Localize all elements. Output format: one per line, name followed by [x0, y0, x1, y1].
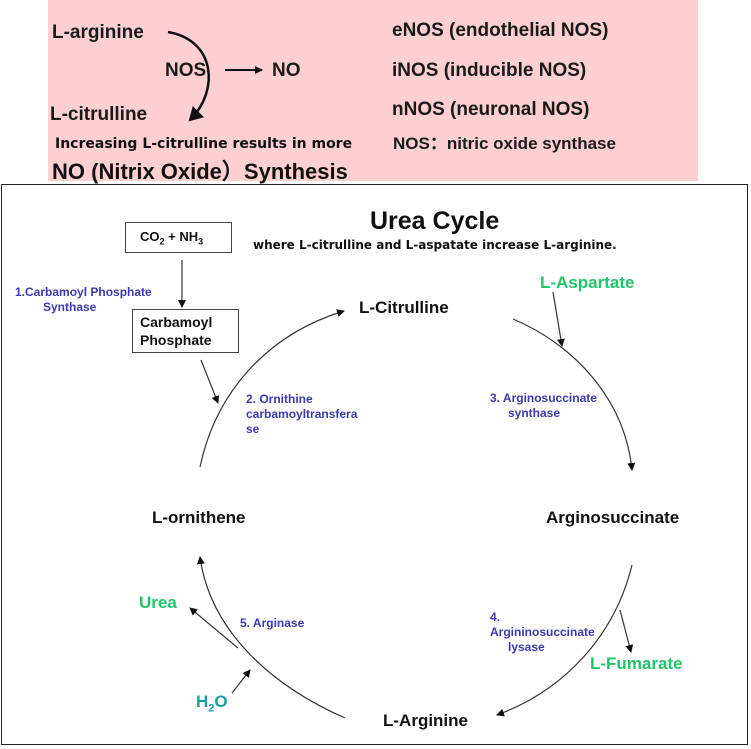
- water-o: O: [214, 692, 228, 711]
- node-l-ornithine: L-ornithene: [152, 508, 246, 527]
- nos-isoform-inducible: iNOS (inducible NOS): [392, 60, 587, 81]
- enzyme-5-arginase: 5. Arginase: [240, 616, 305, 630]
- nos-isoform-neuronal: nNOS (neuronal NOS): [392, 99, 590, 120]
- enzyme-2-line3: se: [246, 422, 260, 436]
- enzyme-1-line1: 1.Carbamoyl Phosphate: [15, 285, 152, 299]
- co2-text: CO: [140, 229, 160, 244]
- enzyme-3-line1: 3. Arginosuccinate: [490, 391, 597, 405]
- nos-note-line1: Increasing L-citrulline results in more: [55, 136, 353, 152]
- enzyme-4-argininosuccinate-lyase: 4. Argininosuccinate lysase: [490, 610, 595, 655]
- arc-ornithine-to-citrulline: [199, 309, 345, 468]
- water-subscript: 2: [208, 702, 215, 715]
- arrow-fumarate-out: [619, 609, 634, 653]
- enzyme-4-line3: lysase: [508, 640, 545, 654]
- node-argininosuccinate: Arginosuccinate: [546, 508, 680, 527]
- enzyme-4-line2: Argininosuccinate: [490, 625, 595, 639]
- nos-info-panel: [48, 0, 698, 181]
- enzyme-2-line2: carbamoyltransfera: [246, 407, 358, 421]
- enzyme-4-line1: 4.: [490, 610, 501, 624]
- nos-reaction-arc: [167, 30, 211, 122]
- side-product-l-aspartate: L-Aspartate: [540, 273, 635, 292]
- nos-substrate-label: L-arginine: [52, 22, 144, 43]
- carbamoyl-line1: Carbamoyl: [140, 314, 213, 330]
- arrow-urea-out: [189, 607, 239, 649]
- arc-arginine-to-ornithine: [196, 556, 346, 719]
- co2-nh3-label: CO2 + NH3: [140, 229, 203, 247]
- urea-cycle-subtitle: where L-citrulline and L-aspatate increa…: [253, 238, 617, 252]
- carbamoyl-line2: Phosphate: [140, 332, 212, 348]
- node-l-citrulline: L-Citrulline: [359, 298, 449, 317]
- enzyme-3-argininosuccinate-synthase: 3. Arginosuccinate synthase: [490, 391, 597, 421]
- enzyme-3-line2: synthase: [508, 406, 561, 420]
- nh3-subscript: 3: [198, 236, 204, 247]
- enzyme-1-carbamoyl-phosphate-synthase: 1.Carbamoyl Phosphate Synthase: [15, 285, 152, 315]
- arrow-water-in: [231, 669, 251, 694]
- side-product-water: H2O: [196, 692, 228, 714]
- enzyme-2-line1: 2. Ornithine: [246, 392, 313, 406]
- side-product-urea: Urea: [139, 593, 177, 612]
- nos-enzyme-label: NOS: [165, 60, 207, 81]
- node-l-arginine: L-Arginine: [383, 711, 468, 730]
- enzyme-2-ornithine-carbamoyltransferase: 2. Ornithine carbamoyltransfera se: [246, 392, 357, 437]
- co2-nh3-box: CO2 + NH3: [125, 222, 232, 253]
- side-product-l-fumarate: L-Fumarate: [590, 654, 683, 673]
- urea-cycle-frame: [1, 184, 748, 745]
- arrow-aspartate-into-cycle: [552, 291, 565, 347]
- arrow-carbamoyl-into-cycle: [200, 359, 220, 404]
- arc-argininosuccinate-to-arginine: [496, 564, 633, 717]
- nos-note-line2: NO (Nitrix Oxide）Synthesis: [52, 159, 348, 184]
- urea-cycle-title: Urea Cycle: [370, 207, 500, 235]
- enzyme-1-line2: Synthase: [43, 300, 97, 314]
- nos-product-gas-label: NO: [272, 60, 301, 81]
- arc-citrulline-to-argininosuccinate: [512, 318, 636, 471]
- plus-nh-text: + NH: [164, 229, 199, 244]
- nos-isoform-endothelial: eNOS (endothelial NOS): [392, 20, 609, 41]
- nos-product-label: L-citrulline: [50, 104, 148, 125]
- nos-definition: NOS：nitric oxide synthase: [393, 134, 616, 153]
- carbamoyl-phosphate-box: Carbamoyl Phosphate: [132, 309, 239, 353]
- water-h: H: [196, 692, 209, 711]
- co2-subscript: 2: [159, 236, 165, 247]
